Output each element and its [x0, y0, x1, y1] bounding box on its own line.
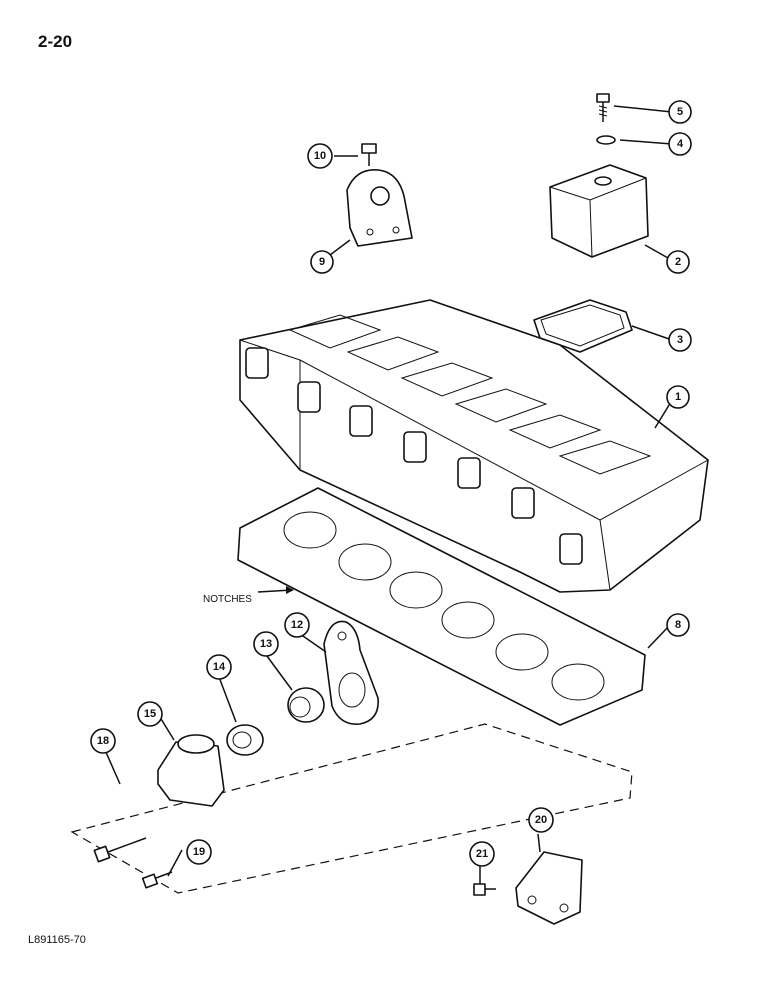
- callout-label: 4: [677, 138, 684, 150]
- thermostat-housing-part-15: [157, 734, 225, 807]
- callout-label: 20: [535, 814, 547, 826]
- callout-3: 3: [668, 328, 692, 352]
- callout-5: 5: [668, 100, 692, 124]
- callout-21: 21: [469, 841, 495, 867]
- thermostat-part-14: [226, 724, 264, 756]
- bracket-part-20: [515, 851, 583, 925]
- callout-label: 5: [677, 106, 683, 118]
- callout-label: 13: [260, 638, 272, 650]
- figure-code: L891165-70: [28, 934, 86, 946]
- callout-label: 12: [291, 619, 303, 631]
- callout-9: 9: [310, 250, 334, 274]
- callout-4: 4: [668, 132, 692, 156]
- bolt-part-10: [361, 143, 377, 166]
- callout-label: 15: [144, 708, 156, 720]
- washer-part-4: [596, 135, 616, 145]
- callout-label: 9: [319, 256, 325, 268]
- callout-label: 19: [193, 846, 205, 858]
- callout-label: 14: [213, 661, 226, 673]
- callout-10: 10: [307, 143, 333, 169]
- callout-13: 13: [253, 631, 279, 657]
- callout-label: 10: [314, 150, 326, 162]
- head-gasket-part-8: [237, 487, 646, 726]
- valve-cover-part-2: [549, 164, 649, 258]
- callout-18: 18: [90, 728, 116, 754]
- callout-15: 15: [137, 701, 163, 727]
- callout-label: 2: [675, 256, 681, 268]
- seal-part-13: [287, 687, 325, 723]
- cylinder-head-part-1: [239, 299, 709, 593]
- bolt-part-18: [93, 837, 147, 863]
- notches-annotation: NOTCHES: [203, 594, 252, 605]
- lifting-bracket-part-9: [346, 169, 413, 247]
- callout-label: 18: [97, 735, 109, 747]
- callout-12: 12: [284, 612, 310, 638]
- callout-label: 1: [675, 391, 681, 403]
- callout-label: 3: [677, 334, 683, 346]
- callout-label: 21: [476, 848, 488, 860]
- bolt-part-5: [596, 93, 610, 122]
- page-number: 2-20: [38, 32, 73, 51]
- intake-ports: [245, 347, 583, 565]
- callout-20: 20: [528, 807, 554, 833]
- callout-1: 1: [666, 385, 690, 409]
- callout-label: 8: [675, 619, 681, 631]
- callout-14: 14: [206, 654, 232, 680]
- housing-gasket-part-12: [323, 620, 379, 725]
- rocker-bays: [288, 314, 652, 475]
- callout-2: 2: [666, 250, 690, 274]
- callout-19: 19: [186, 839, 212, 865]
- callout-8: 8: [666, 613, 690, 637]
